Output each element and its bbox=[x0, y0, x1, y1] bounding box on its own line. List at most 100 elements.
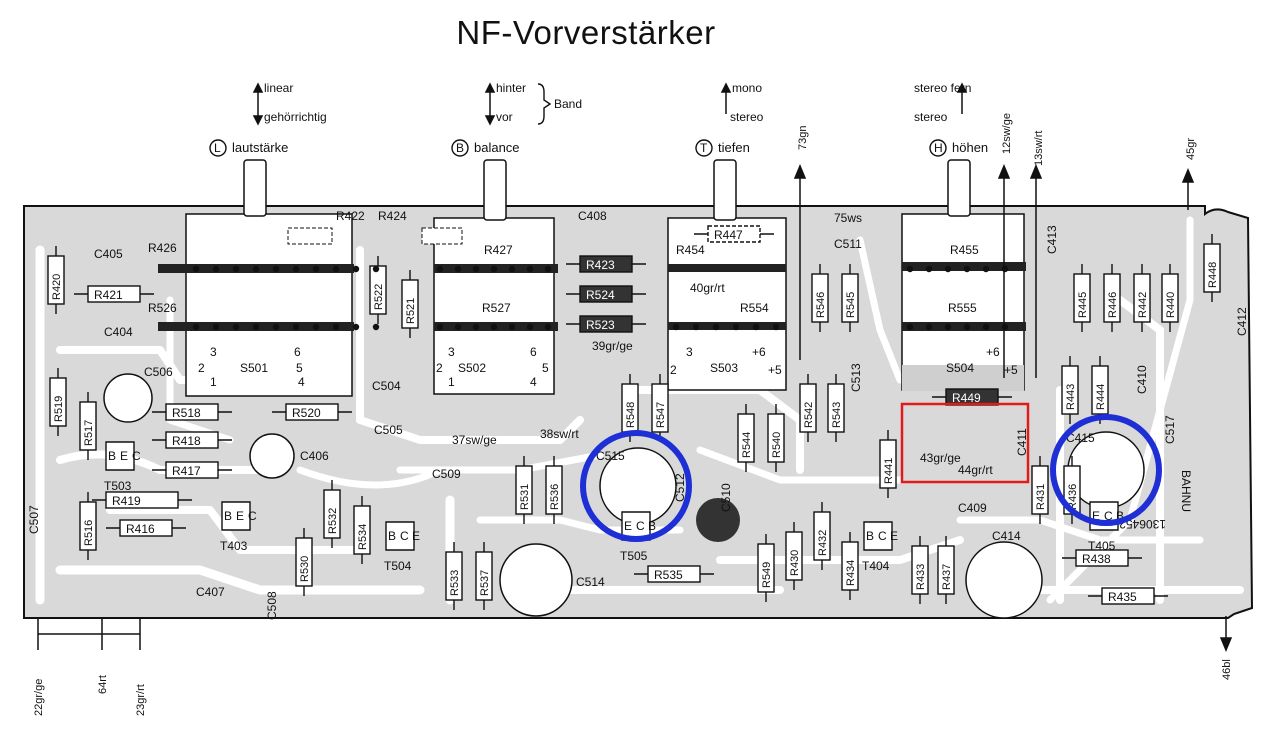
dashed-resistor-r424 bbox=[421, 227, 463, 245]
resistor-r420: R420 bbox=[47, 246, 65, 314]
resistor-r519: R519 bbox=[49, 368, 67, 436]
transistor-pin: B bbox=[866, 529, 874, 543]
resistor-label: R436 bbox=[1067, 484, 1079, 510]
transistor-pin: B bbox=[224, 509, 232, 523]
resistor-r447: R447 bbox=[694, 225, 774, 243]
pot-block-H bbox=[901, 159, 1026, 391]
resistor-r516: R516 bbox=[79, 492, 97, 560]
s502-pin: 6 bbox=[530, 345, 537, 359]
capacitor-c404: C404 bbox=[104, 325, 133, 339]
opt-gehoerrichtig: gehörrichtig bbox=[264, 110, 327, 124]
resistor-r419: R419 bbox=[92, 491, 192, 509]
label-r527: R527 bbox=[482, 301, 511, 315]
resistor-r448: R448 bbox=[1203, 234, 1221, 302]
resistor-label: R433 bbox=[915, 564, 927, 590]
highlight-ring-c415 bbox=[1050, 414, 1162, 526]
solder-pad bbox=[925, 323, 933, 331]
solder-pad bbox=[436, 323, 444, 331]
s502-pin: 1 bbox=[448, 375, 455, 389]
resistor-label: R420 bbox=[51, 274, 63, 300]
wire-64rt: 64rt bbox=[97, 675, 109, 694]
wire-73gn: 73gn bbox=[797, 126, 809, 150]
solder-pad bbox=[906, 323, 914, 331]
solder-pad bbox=[963, 265, 971, 273]
solder-pad bbox=[332, 265, 340, 273]
solder-pad bbox=[192, 265, 200, 273]
electrolytic-caps bbox=[103, 373, 1145, 619]
switch-s503: S503 bbox=[710, 361, 738, 375]
capacitor-c506: C506 bbox=[144, 365, 173, 379]
resistor-r421: R421 bbox=[74, 285, 154, 303]
resistor-r536: R536 bbox=[545, 456, 563, 524]
resistor-r437: R437 bbox=[937, 536, 955, 604]
resistor-r416: R416 bbox=[106, 519, 186, 537]
resistor-r438: R438 bbox=[1062, 549, 1142, 567]
capacitor-c514: C514 bbox=[576, 575, 605, 589]
solder-pad bbox=[906, 265, 914, 273]
control-markers bbox=[209, 139, 947, 157]
resistor-label: R534 bbox=[357, 524, 369, 550]
wire-12swge: 12sw/ge bbox=[1001, 113, 1013, 154]
solder-pad bbox=[272, 265, 280, 273]
wire-46bl: 46bl bbox=[1221, 659, 1233, 680]
transistor-label: T404 bbox=[862, 559, 890, 573]
resistor-label: R434 bbox=[845, 560, 857, 586]
resistor-r432: R432 bbox=[813, 502, 831, 570]
solder-pad bbox=[454, 323, 462, 331]
resistor-label: R437 bbox=[941, 564, 953, 590]
transistor-pin: C bbox=[400, 529, 409, 543]
solder-pad bbox=[232, 265, 240, 273]
control-letter-l: L bbox=[214, 141, 221, 155]
transistor-pin: C bbox=[1104, 509, 1113, 523]
resistor-r418: R418 bbox=[152, 431, 232, 449]
resistor-label: R441 bbox=[883, 458, 895, 484]
solder-pad bbox=[712, 323, 720, 331]
resistor-label: R531 bbox=[519, 484, 531, 510]
mirror-text-1: BAHNU bbox=[1179, 470, 1193, 512]
solder-pad bbox=[925, 265, 933, 273]
resistor-r444: R444 bbox=[1091, 356, 1109, 424]
transistor-pin: B bbox=[1116, 509, 1124, 523]
solder-pad bbox=[672, 323, 680, 331]
resistor-r449: R449 bbox=[932, 388, 1012, 406]
capacitor-c512: C512 bbox=[673, 473, 687, 502]
wire-43grge: 43gr/ge bbox=[920, 451, 961, 465]
resistor-label: R447 bbox=[714, 228, 743, 242]
capacitor-c405: C405 bbox=[94, 247, 123, 261]
solder-pad bbox=[472, 265, 480, 273]
resistor-label: R523 bbox=[586, 318, 615, 332]
solder-pads bbox=[192, 265, 1009, 331]
resistor-label: R517 bbox=[83, 420, 95, 446]
solder-pad bbox=[232, 323, 240, 331]
mounting-hole bbox=[696, 498, 740, 542]
s502-pin: 2 bbox=[436, 361, 443, 375]
solder-pad bbox=[472, 323, 480, 331]
resistor-label: R548 bbox=[625, 402, 637, 428]
s503-pin: 3 bbox=[686, 345, 693, 359]
switch-s504: S504 bbox=[946, 361, 974, 375]
capacitor-c410: C410 bbox=[1135, 365, 1149, 394]
solder-pad bbox=[312, 265, 320, 273]
solder-pad bbox=[372, 265, 380, 273]
s503-pin: +5 bbox=[768, 363, 782, 377]
resistor-label: R540 bbox=[771, 432, 783, 458]
s504-pin: +5 bbox=[1004, 363, 1018, 377]
resistor-r517: R517 bbox=[79, 392, 97, 460]
resistor-r445: R445 bbox=[1073, 264, 1091, 332]
resistor-r435: R435 bbox=[1088, 587, 1168, 605]
resistor-label: R533 bbox=[449, 570, 461, 596]
wire-45gr: 45gr bbox=[1185, 138, 1197, 160]
transistor-label: T405 bbox=[1088, 539, 1116, 553]
diagram-title: NF-Vorverstärker bbox=[456, 14, 716, 51]
resistor-r443: R443 bbox=[1061, 356, 1079, 424]
resistor-r534: R534 bbox=[353, 496, 371, 564]
s504-pin: +6 bbox=[986, 345, 1000, 359]
transistor-pin: B bbox=[108, 449, 116, 463]
resistor-r442: R442 bbox=[1133, 264, 1151, 332]
resistor-label: R435 bbox=[1108, 590, 1137, 604]
capacitor-c415: C415 bbox=[1066, 431, 1095, 445]
wire-39grge: 39gr/ge bbox=[592, 339, 633, 353]
